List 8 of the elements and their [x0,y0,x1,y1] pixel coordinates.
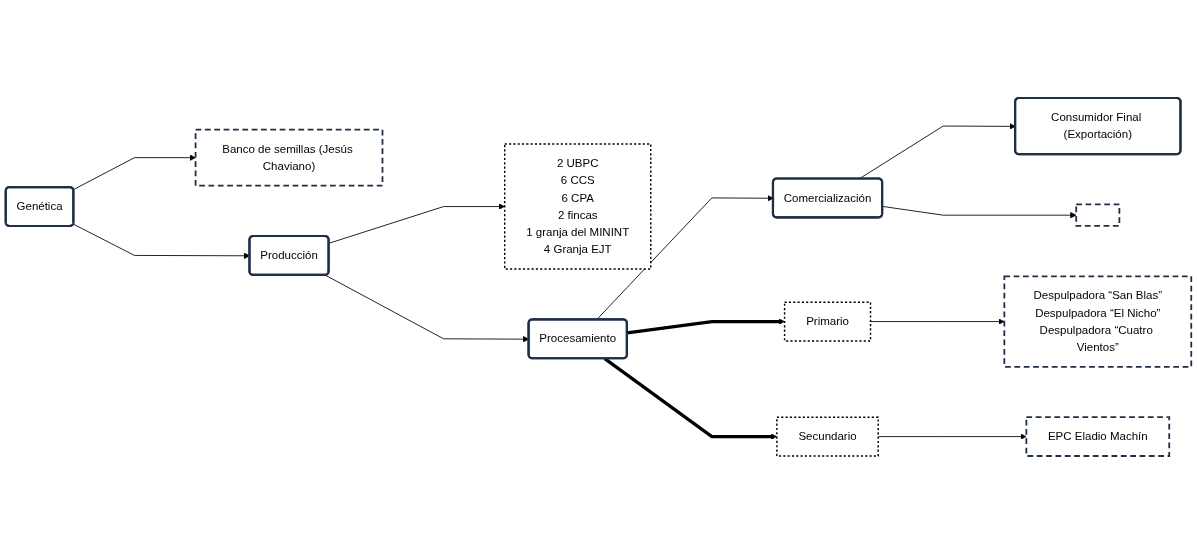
node-box: Primario [783,301,872,342]
node-box: Secundario [776,416,879,457]
arrow [627,318,785,335]
node-box: Despulpadora “San Blas” Despulpadora “El Nicho” Despulpadora “Cuatro Vientos” [1003,275,1193,368]
node-box: Banco de semillas (Jesús Chaviano) [194,128,384,187]
node-box [1075,203,1121,227]
node-box: EPC Eladio Machín [1025,416,1171,457]
node-box: 2 UBPC 6 CCS 6 CPA 2 fincas 1 granja del MININT 4 Granja EJT [503,143,652,270]
